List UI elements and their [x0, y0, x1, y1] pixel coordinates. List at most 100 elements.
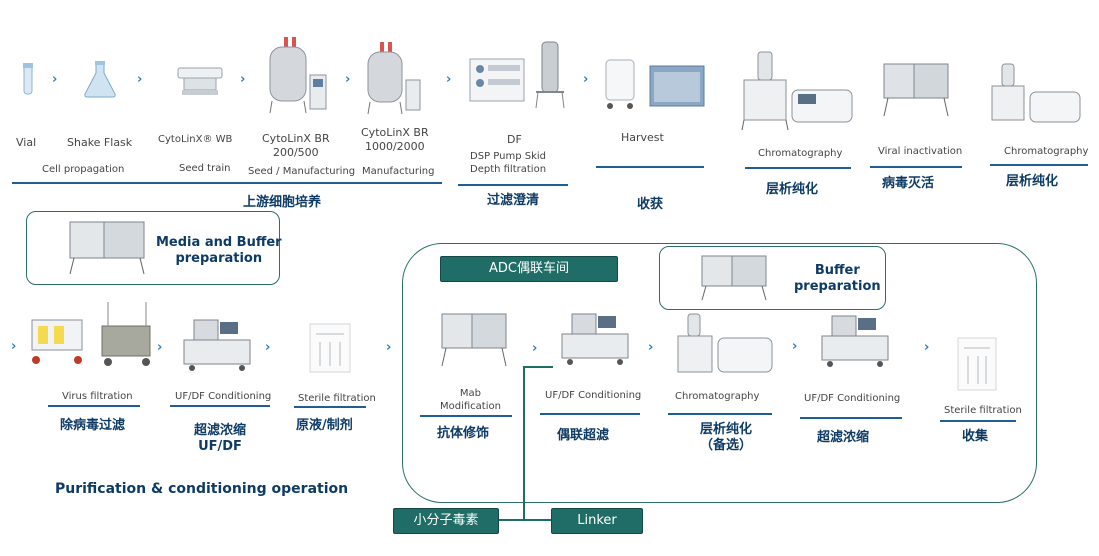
flow-arrow: ›: [240, 72, 246, 87]
mixer-tank-icon: [701, 255, 767, 301]
ufdf-skid-icon: [821, 315, 889, 367]
adc-workshop-area: [402, 243, 1037, 503]
ufdf-conditioning-label: UF/DF Conditioning: [545, 390, 642, 401]
section-underline: [668, 413, 772, 415]
bioreactor-icon: [367, 42, 421, 115]
chromatography-label: Chromatography: [758, 148, 843, 159]
manufacturing-label: Manufacturing: [362, 166, 435, 177]
filter-housing-icon: [535, 41, 565, 109]
section-underline: [940, 420, 1016, 422]
dsp-pump-skid-label: DSP Pump Skid Depth filtration: [470, 151, 547, 175]
section-underline: [12, 182, 442, 184]
filtration-clarification-caption: 过滤澄清: [487, 193, 540, 208]
flow-arrow: ›: [583, 72, 589, 87]
section-underline: [990, 164, 1088, 166]
upstream-cell-culture-caption: 上游细胞培养: [243, 195, 322, 210]
flow-arrow: ›: [52, 72, 58, 87]
sterile-filtration-diagram-icon: [957, 337, 997, 391]
viral-inactivation-tank-icon: [883, 63, 949, 117]
shake-flask-icon: [84, 61, 116, 98]
rocker-bioreactor-icon: [177, 67, 223, 95]
connector-line: [523, 366, 525, 520]
coupling-ultrafiltration-caption: 偶联超滤: [557, 428, 610, 443]
chromatography-optional-caption: 层析纯化 （备选）: [700, 422, 753, 454]
sterile-filtration-label: Sterile filtration: [944, 405, 1022, 416]
depth-filtration-skid-icon: [469, 58, 525, 102]
mab-modification-label: Mab Modification: [440, 388, 501, 412]
chromatography-caption: 层析纯化: [1006, 174, 1059, 189]
harvest-bag-icon: [649, 65, 705, 107]
virus-filtration-caption: 除病毒过滤: [60, 418, 126, 433]
virus-filtration-trolley-icon: [101, 302, 151, 366]
df-label: DF: [507, 133, 522, 146]
flow-arrow: ›: [446, 72, 452, 87]
chromatography-skid-icon: [991, 63, 1081, 123]
ufdf-skid-icon: [561, 313, 629, 365]
chromatography-caption: 层析纯化: [766, 182, 819, 197]
section-underline: [745, 167, 851, 169]
buffer-prep-box: [659, 246, 886, 310]
sterile-filtration-diagram-icon: [309, 323, 351, 373]
small-molecule-toxin-tag: 小分子毒素: [393, 508, 499, 534]
cell-propagation-label: Cell propagation: [42, 164, 125, 175]
mixer-tank-icon: [69, 221, 145, 275]
section-underline: [870, 166, 962, 168]
sterile-filtration-label: Sterile filtration: [298, 393, 376, 404]
cytolinx-br-200-500-label: CytoLinX BR 200/500: [262, 132, 330, 159]
section-underline: [420, 415, 512, 417]
section-underline: [540, 413, 640, 415]
harvest-tank-icon: [605, 59, 635, 109]
connector-line: [498, 519, 552, 521]
shake-flask-label: Shake Flask: [67, 136, 133, 149]
flow-arrow: ›: [792, 339, 798, 354]
section-underline: [800, 417, 902, 419]
flow-arrow: ›: [924, 340, 930, 355]
harvest-label: Harvest: [621, 131, 664, 144]
ufdf-conditioning-label: UF/DF Conditioning: [804, 393, 901, 404]
section-underline: [170, 405, 270, 407]
flow-arrow: ›: [157, 340, 163, 355]
flow-arrow: ›: [265, 340, 271, 355]
chromatography-label: Chromatography: [675, 391, 760, 402]
chromatography-skid-icon: [677, 313, 773, 373]
collection-caption: 收集: [962, 429, 989, 444]
antibody-modification-caption: 抗体修饰: [437, 426, 490, 441]
drug-substance-caption: 原液/制剂: [296, 418, 353, 433]
ufdf-skid-icon: [183, 319, 251, 371]
ultrafiltration-caption: 超滤浓缩 UF/DF: [194, 423, 247, 455]
section-underline: [294, 406, 366, 408]
virus-filtration-skid-icon: [31, 319, 83, 364]
harvest-caption: 收获: [637, 197, 664, 212]
section-underline: [458, 184, 568, 186]
chromatography-label: Chromatography: [1004, 146, 1089, 157]
flow-arrow: ›: [345, 72, 351, 87]
section-title: Purification & conditioning operation: [55, 481, 349, 497]
viral-inactivation-label: Viral inactivation: [878, 146, 963, 157]
chromatography-skid-icon: [741, 51, 853, 131]
ufdf-conditioning-label: UF/DF Conditioning: [175, 391, 272, 402]
flow-arrow: ›: [648, 340, 654, 355]
media-buffer-box: [26, 211, 280, 285]
section-underline: [596, 166, 704, 168]
flow-arrow: ›: [11, 339, 17, 354]
bioreactor-icon: [269, 37, 327, 114]
seed-manufacturing-label: Seed / Manufacturing: [248, 166, 356, 177]
linker-tag: Linker: [551, 508, 643, 534]
adc-workshop-tag: ADC偶联车间: [440, 256, 618, 282]
flow-arrow: ›: [386, 340, 392, 355]
flow-arrow: ›: [137, 72, 143, 87]
vial-label: Vial: [16, 136, 37, 149]
connector-line: [523, 366, 553, 368]
media-buffer-title: Media and Buffer preparation: [156, 235, 282, 267]
seed-train-label: Seed train: [179, 163, 231, 174]
mab-modification-tank-icon: [441, 313, 507, 367]
cytolinx-wb-label: CytoLinX® WB: [158, 134, 233, 145]
virus-filtration-label: Virus filtration: [62, 391, 133, 402]
section-underline: [48, 405, 140, 407]
ultrafiltration-caption: 超滤浓缩: [817, 430, 870, 445]
vial-icon: [23, 63, 33, 95]
flow-arrow: ›: [532, 341, 538, 356]
cytolinx-br-1000-2000-label: CytoLinX BR 1000/2000: [361, 126, 429, 153]
buffer-prep-title: Buffer preparation: [794, 263, 881, 295]
virus-inactivation-caption: 病毒灭活: [882, 176, 935, 191]
